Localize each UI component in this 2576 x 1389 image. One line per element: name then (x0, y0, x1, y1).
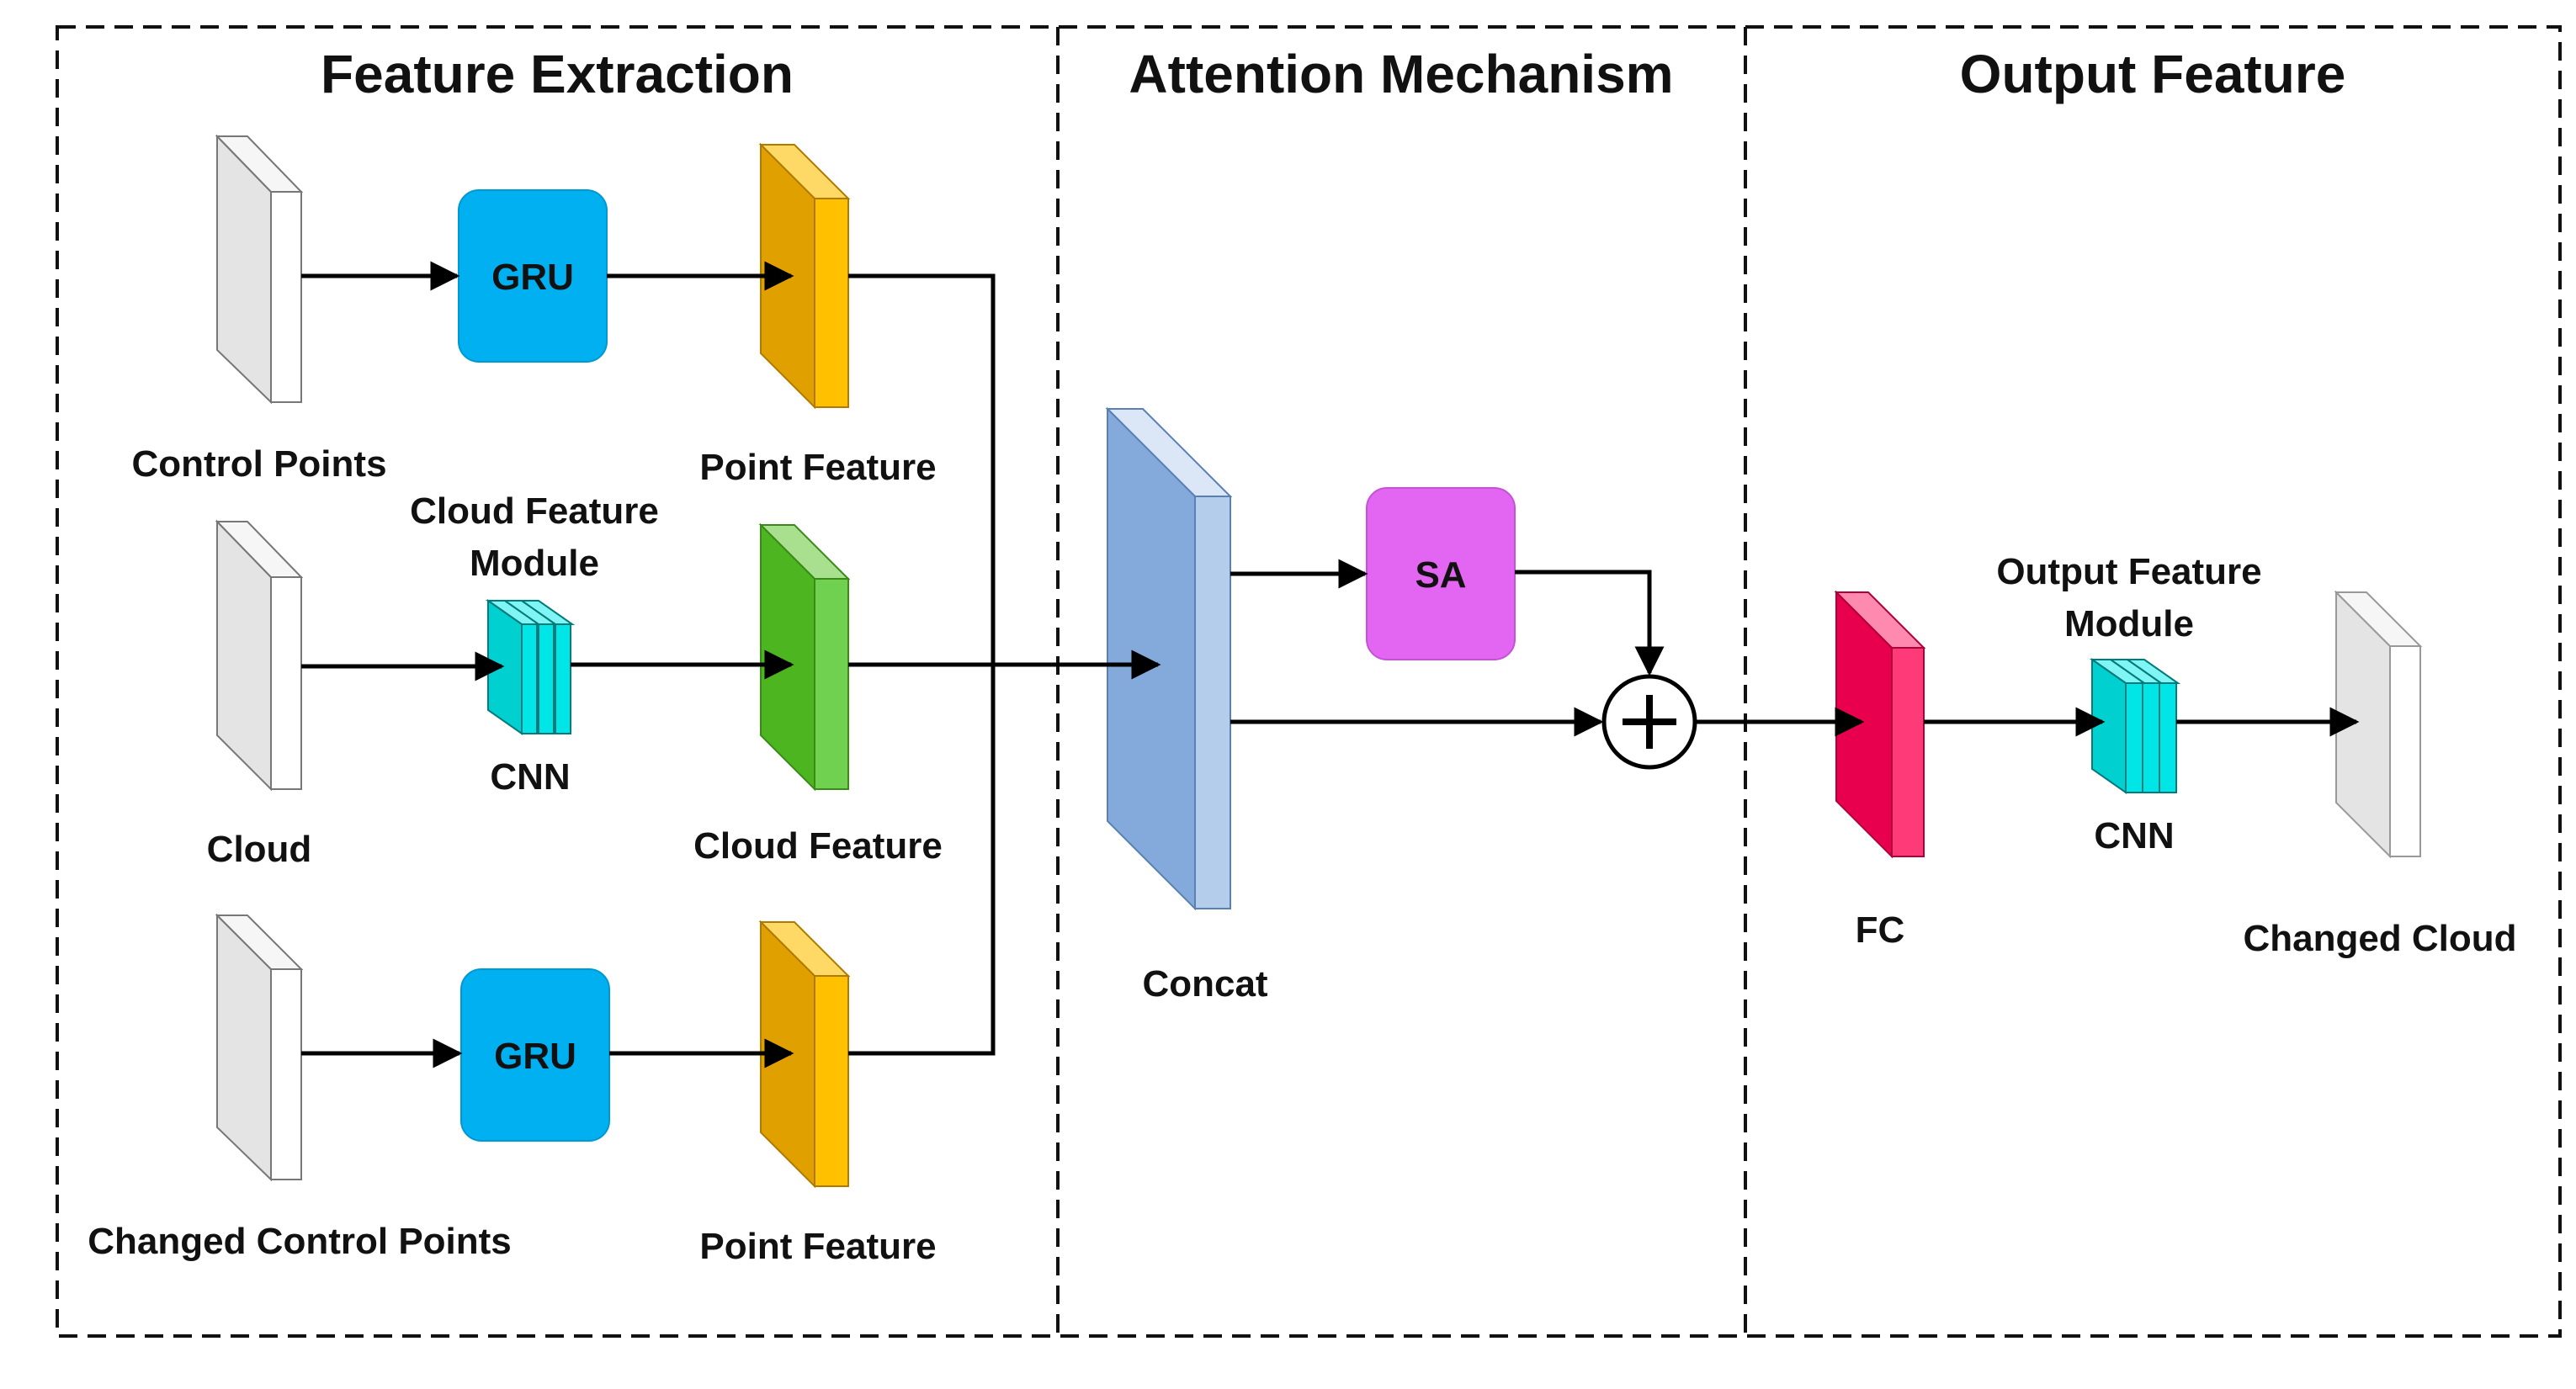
label-concat: Concat (1142, 963, 1267, 1005)
section-title-feature-extraction: Feature Extraction (321, 44, 794, 104)
label-control-points: Control Points (131, 443, 386, 485)
input-block-changed-control-points (215, 913, 304, 1182)
label-fc: FC (1856, 909, 1905, 951)
section-title-output-feature: Output Feature (1960, 44, 2346, 104)
gru-label-bottom: GRU (494, 1036, 576, 1077)
connector-point-feature-top-merge (848, 273, 996, 665)
output-block-changed-cloud (2334, 590, 2423, 859)
section-frames (56, 25, 2562, 1338)
cnn-label-output: CNN (2094, 815, 2174, 856)
input-block-cloud (215, 519, 304, 792)
cloud-feature-module-label-line2: Module (470, 543, 599, 584)
sa-label: SA (1415, 554, 1466, 596)
label-changed-control-points: Changed Control Points (88, 1221, 512, 1262)
cnn-label-cloud: CNN (490, 756, 570, 798)
output-feature-module-label-line1: Output Feature (1996, 551, 2261, 592)
cnn-block-output (2089, 658, 2181, 794)
input-block-control-points (215, 134, 304, 405)
label-point-feature-top: Point Feature (699, 447, 936, 488)
arrow-sa-to-sum (1515, 570, 1665, 676)
label-changed-cloud: Changed Cloud (2243, 918, 2516, 959)
label-cloud-feature: Cloud Feature (693, 825, 943, 867)
concat-block (1105, 406, 1233, 911)
fc-block (1834, 590, 1926, 859)
outer-frame (56, 25, 2562, 1338)
cloud-feature-module-label-line1: Cloud Feature (410, 490, 659, 532)
sum-node (1601, 674, 1697, 770)
section-title-attention-mechanism: Attention Mechanism (1129, 44, 1673, 104)
cloud-feature-block (758, 522, 851, 792)
label-point-feature-bottom: Point Feature (699, 1226, 936, 1267)
cnn-block-cloud (485, 599, 576, 735)
connector-point-feature-bottom-merge (848, 665, 996, 1056)
label-cloud: Cloud (207, 829, 312, 870)
connectors (301, 261, 2360, 1068)
gru-label-top: GRU (491, 257, 574, 298)
output-feature-module-label-line2: Module (2064, 603, 2194, 644)
